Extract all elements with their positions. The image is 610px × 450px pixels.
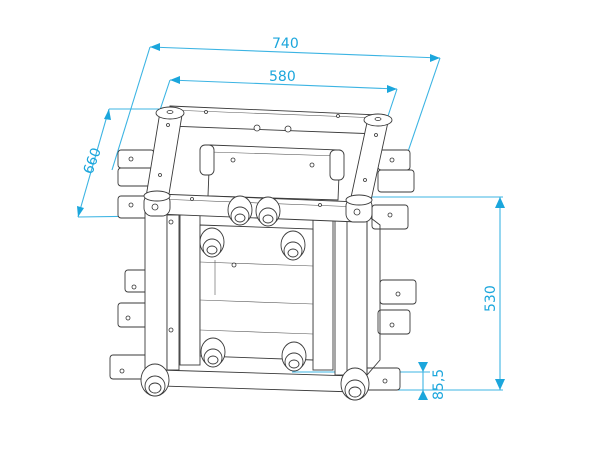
dimension-85-5: 85,5 — [292, 362, 447, 400]
dimension-660-label: 660 — [81, 146, 105, 177]
coupler-bottom-right — [281, 341, 307, 372]
dimension-740: 740 — [111, 36, 441, 176]
coupler-mid-left — [199, 227, 225, 258]
dimension-580: 580 — [159, 69, 398, 126]
spigots-left-upper — [117, 149, 155, 219]
coupler-bottom-left — [200, 337, 226, 368]
dimension-740-label: 740 — [272, 36, 299, 52]
coupler-corner-bottom-right — [340, 367, 370, 401]
corner-node-top-front-right — [345, 194, 373, 223]
truss-structure — [109, 105, 417, 401]
inner-panel — [199, 144, 345, 201]
coupler-mid-right — [280, 230, 306, 261]
coupler-corner-bottom-left — [140, 363, 170, 397]
coupler-top-2 — [255, 196, 281, 227]
right-front-post — [334, 209, 381, 381]
dimension-580-label: 580 — [269, 69, 296, 85]
top-left-beam — [145, 106, 185, 201]
inner-frame — [179, 214, 334, 371]
bottom-front-beam — [159, 369, 356, 393]
top-right-beam — [349, 113, 393, 206]
spigots-right — [361, 149, 417, 391]
left-front-post — [144, 209, 180, 376]
dimension-85-5-label: 85,5 — [431, 369, 447, 400]
corner-node-top-front-left — [143, 190, 171, 217]
top-back-beam — [167, 105, 381, 135]
coupler-top-1 — [227, 195, 253, 226]
dimension-530-label: 530 — [483, 285, 499, 312]
